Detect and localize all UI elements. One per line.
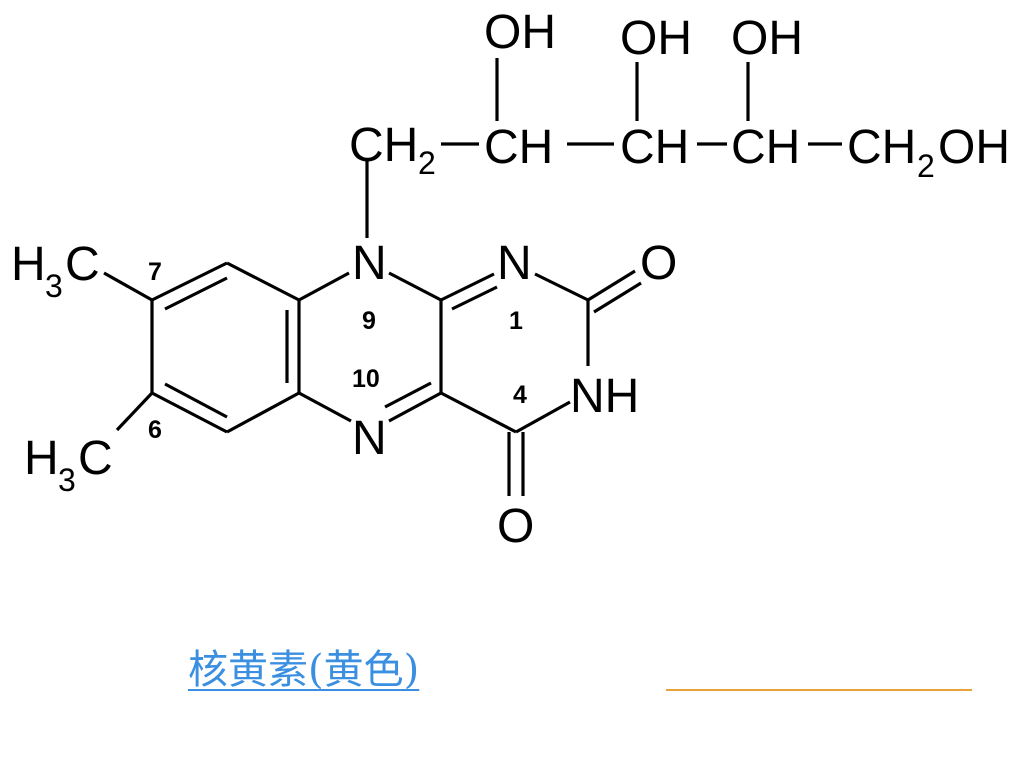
atom-methyl7-c: C	[65, 238, 100, 291]
atom-methyl7-subscript: 3	[45, 268, 63, 304]
position-7: 7	[148, 258, 162, 286]
caption-link[interactable]: 核黄素(黄色)	[188, 647, 420, 693]
bond-c5-c6-inner	[164, 382, 228, 419]
bond-c5a-n10	[298, 391, 352, 423]
atom-ch2-left: CH	[349, 119, 418, 172]
bond-n3-c4	[515, 400, 571, 434]
bond-c8-c9a	[226, 261, 300, 302]
bond-c9b-n1-inner	[451, 285, 498, 311]
position-10: 10	[352, 365, 380, 393]
atom-ch2oh-oh: OH	[938, 121, 1010, 174]
bond-c7-c8-inner	[164, 276, 228, 311]
bond-c6-methyl	[115, 391, 154, 432]
atom-labels: OH OH OH CH 2 CH CH CH CH 2 OH N N O NH …	[11, 6, 1010, 553]
answer-blank-line	[666, 689, 972, 691]
bonds	[103, 58, 842, 496]
atom-ch2-left-subscript: 2	[418, 145, 436, 181]
bond-c5-c6	[151, 391, 228, 434]
position-1: 1	[509, 307, 523, 335]
atom-methyl6-h: H	[24, 432, 59, 485]
atom-o-c2: O	[640, 237, 677, 290]
position-4: 4	[513, 381, 527, 409]
atom-n9: N	[352, 237, 387, 290]
atom-oh-1: OH	[484, 6, 556, 59]
bond-n10-c4a	[388, 391, 442, 423]
position-6: 6	[148, 416, 162, 444]
atom-ch2oh-c: CH	[847, 121, 916, 174]
bond-c5a-c5	[226, 391, 300, 434]
atom-oh-2: OH	[620, 12, 692, 65]
atom-ch2oh-subscript: 2	[917, 148, 935, 184]
position-numbers: 7 6 9 1 10 4	[148, 258, 527, 444]
atom-methyl7-h: H	[11, 238, 46, 291]
bond-c7-methyl	[103, 271, 153, 302]
atom-methyl6-c: C	[78, 432, 113, 485]
atom-ch-a: CH	[484, 121, 553, 174]
bond-c4-c4a	[440, 391, 517, 434]
atom-nh: NH	[570, 370, 639, 423]
position-9: 9	[362, 307, 376, 335]
atom-n10: N	[352, 412, 387, 465]
atom-o-c4: O	[497, 500, 534, 553]
bond-c7-c8	[151, 261, 228, 302]
atom-methyl6-subscript: 3	[58, 462, 76, 498]
atom-oh-3: OH	[731, 12, 803, 65]
atom-ch-c: CH	[731, 121, 800, 174]
bond-n1-c2	[534, 272, 589, 302]
bond-c2-o	[587, 269, 636, 302]
bond-n9-c9b	[388, 271, 442, 302]
bond-n10-c4a-inner	[384, 381, 432, 409]
bond-c2-o-inner	[593, 281, 642, 314]
bond-c9b-n1	[440, 272, 495, 302]
atom-n1: N	[497, 237, 532, 290]
atom-ch-b: CH	[620, 121, 689, 174]
bond-c9a-n9	[298, 271, 350, 302]
